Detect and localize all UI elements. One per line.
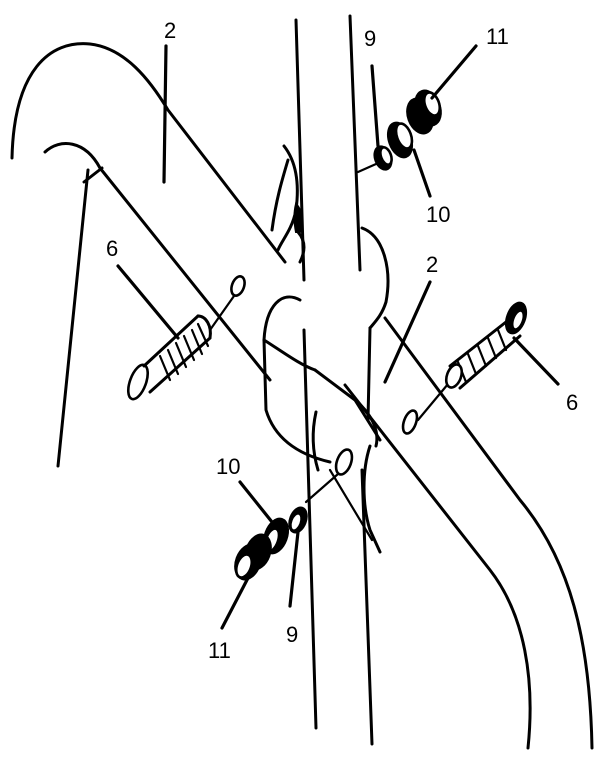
leader-washer-top bbox=[370, 64, 380, 148]
leader-bolt-right bbox=[512, 336, 560, 386]
right-bolt-hole bbox=[401, 409, 419, 435]
callout-labels: 2 9 11 10 6 2 6 10 11 9 bbox=[106, 18, 578, 663]
leader-lines bbox=[116, 44, 560, 630]
leader-spacer-top bbox=[412, 148, 432, 198]
callout-washer-top: 9 bbox=[364, 26, 376, 51]
leader-frame-right bbox=[383, 280, 432, 384]
bottom-nut bbox=[234, 533, 272, 581]
left-bolt-hole bbox=[230, 275, 246, 297]
bottom-bolt-hole bbox=[334, 448, 354, 476]
top-spacer bbox=[386, 121, 414, 159]
left-bolt bbox=[126, 275, 246, 401]
callout-spacer-top: 10 bbox=[426, 202, 450, 227]
handle-frame-tubes bbox=[10, 42, 594, 750]
callout-frame-right: 2 bbox=[426, 252, 438, 277]
leader-frame-top bbox=[162, 44, 168, 184]
clamp-bracket bbox=[262, 144, 390, 554]
callout-nut-top: 11 bbox=[486, 24, 509, 49]
leader-bolt-left bbox=[116, 264, 180, 340]
leader-washer-bottom bbox=[288, 530, 300, 608]
leader-spacer-bottom bbox=[238, 480, 274, 524]
bottom-fastener-stack bbox=[234, 448, 354, 581]
callout-washer-bottom: 9 bbox=[286, 622, 298, 647]
callout-bolt-left: 6 bbox=[106, 236, 118, 261]
callout-bolt-right: 6 bbox=[566, 390, 578, 415]
callout-nut-bottom: 11 bbox=[208, 638, 231, 663]
right-bolt bbox=[401, 301, 528, 435]
top-nut bbox=[406, 89, 442, 135]
top-fastener-stack bbox=[356, 89, 442, 174]
callout-frame-top: 2 bbox=[164, 18, 176, 43]
callout-spacer-bottom: 10 bbox=[216, 454, 240, 479]
leader-nut-bottom bbox=[220, 576, 250, 630]
upright-post bbox=[294, 14, 374, 746]
leader-nut-top bbox=[430, 44, 478, 100]
